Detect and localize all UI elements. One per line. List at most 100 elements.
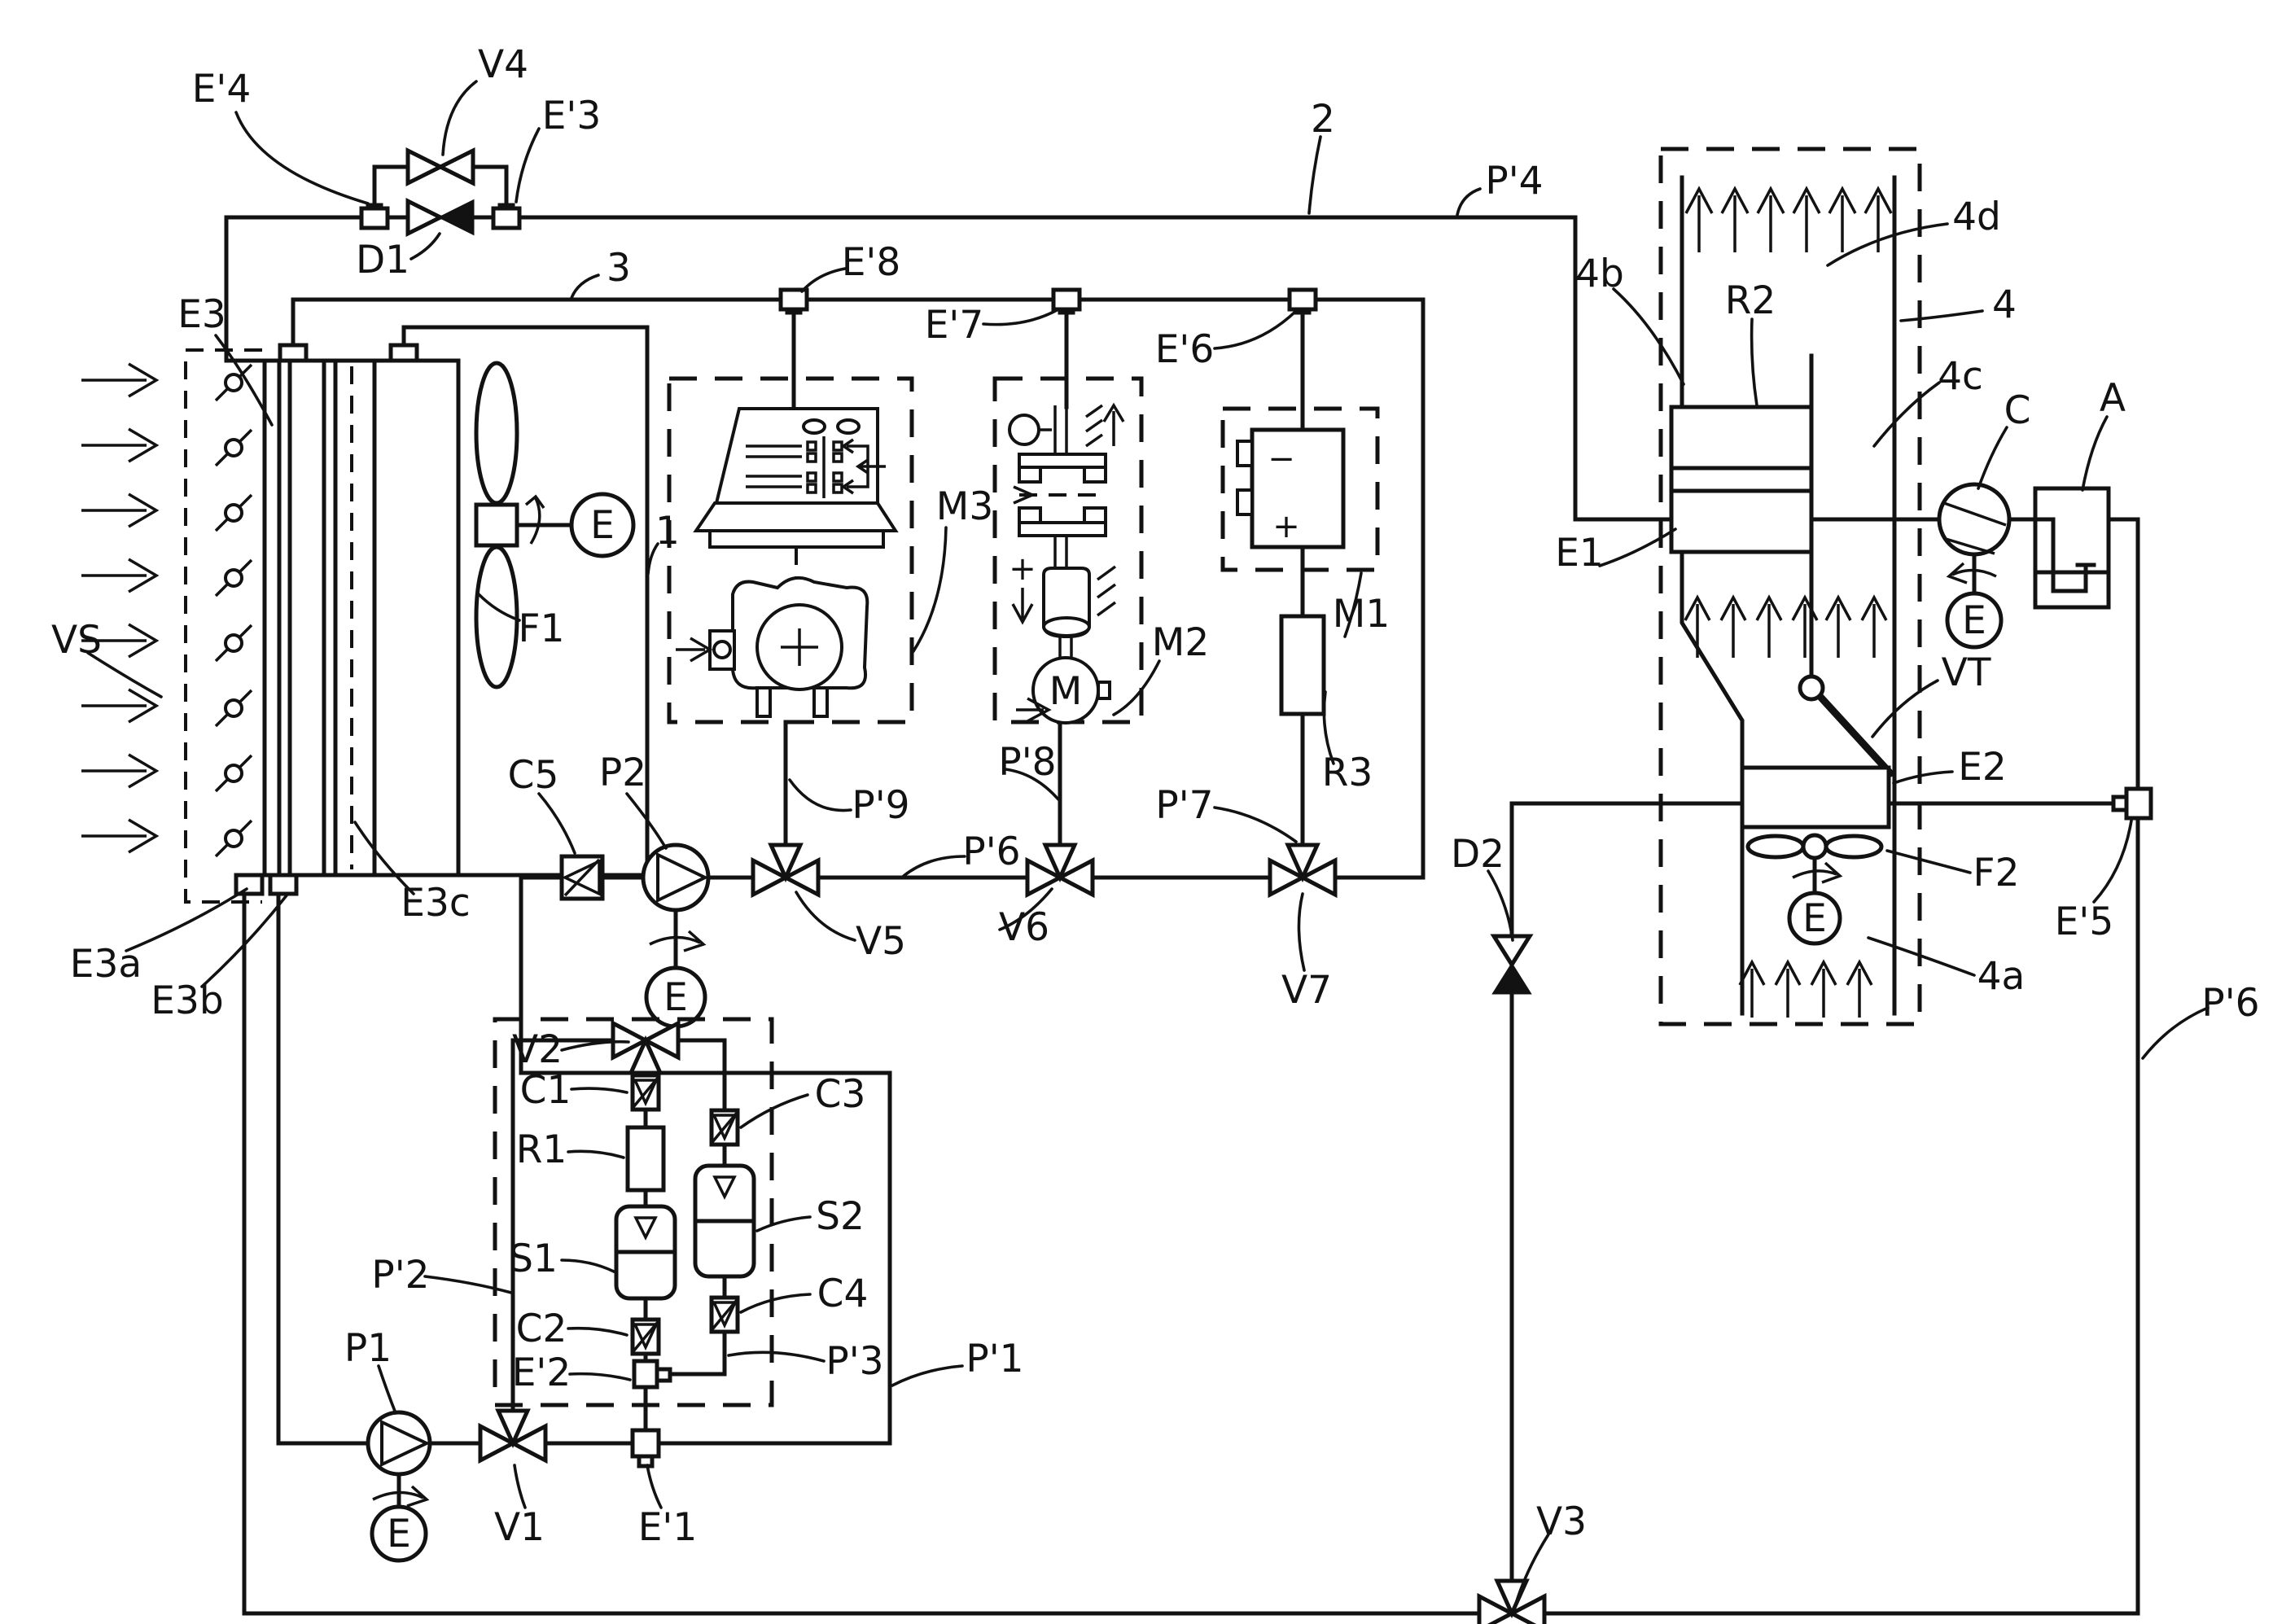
label-1: 1 xyxy=(655,509,680,554)
m3-box xyxy=(667,376,914,724)
label-d1: D1 xyxy=(356,238,409,282)
valve-v3 xyxy=(1477,1578,1547,1624)
label-r3: R3 xyxy=(1322,751,1373,795)
p2-rotation-arrow xyxy=(649,930,707,952)
f2-blade xyxy=(1824,834,1884,860)
label-a: A xyxy=(2100,376,2126,421)
vt-flap xyxy=(1798,674,1894,777)
valve-v1 xyxy=(478,1408,548,1464)
m2-motor-letter: M xyxy=(1049,669,1083,714)
label-v5: V5 xyxy=(856,919,906,964)
label-e1: E1 xyxy=(1555,531,1604,576)
label-c3: C3 xyxy=(815,1072,866,1117)
tee-e5 xyxy=(2111,786,2153,821)
label-f2: F2 xyxy=(1973,851,2020,895)
label-d2: D2 xyxy=(1451,832,1504,877)
f2-hub xyxy=(1801,833,1828,860)
label-4: 4 xyxy=(1992,282,2017,327)
label-c4: C4 xyxy=(817,1272,869,1316)
battery-terminal xyxy=(1236,488,1254,516)
tee-e8 xyxy=(778,287,809,315)
m2-plus-sign: + xyxy=(1009,550,1036,588)
valve-v7 xyxy=(1268,843,1338,899)
d1-check-right xyxy=(437,199,475,236)
f1-motor-letter: E xyxy=(590,503,615,548)
label-v7: V7 xyxy=(1281,968,1332,1013)
r2-e1-stack xyxy=(1669,405,1814,554)
hvac-unit4: E xyxy=(1658,147,1922,1026)
unit4-top-arrows xyxy=(1684,186,1893,252)
label-vs: VS xyxy=(51,618,102,663)
clapet-c2 xyxy=(630,1317,661,1356)
pipe-a-e5 xyxy=(2103,517,2140,1616)
e3-exchanger-assembly: E xyxy=(81,325,650,904)
tee-e6 xyxy=(1287,287,1318,315)
m3-engine xyxy=(676,576,869,718)
label-p-prime-3: P'3 xyxy=(826,1339,883,1384)
m2-mechanism: + M xyxy=(1008,402,1125,724)
label-s1: S1 xyxy=(509,1237,558,1281)
f1-rotation-arrow xyxy=(524,494,545,545)
leader-lines xyxy=(86,80,2209,1605)
label-v3: V3 xyxy=(1536,1499,1587,1544)
f1-hub xyxy=(474,502,519,548)
label-v1: V1 xyxy=(494,1505,545,1550)
battery-terminal xyxy=(1236,440,1254,467)
p2-motor-letter: E xyxy=(664,975,688,1020)
pump-p2: E xyxy=(641,843,711,1029)
label-p1: P1 xyxy=(344,1326,392,1371)
label-p2: P2 xyxy=(599,751,646,795)
compressor-motor-letter: E xyxy=(1962,598,1986,643)
p1-motor-letter: E xyxy=(387,1512,411,1556)
label-p-prime-2: P'2 xyxy=(371,1253,429,1298)
m2-box: + M xyxy=(992,376,1144,724)
e3-bottom-fitting xyxy=(234,873,265,896)
check-valve-d2 xyxy=(1490,934,1534,995)
compressor-rotation-arrow xyxy=(1946,562,1997,584)
label-e-prime-3: E'3 xyxy=(542,94,602,138)
compressor-c: E xyxy=(1937,482,2012,650)
label-e3b: E3b xyxy=(151,978,223,1023)
accumulator-a xyxy=(2033,486,2111,610)
label-c2: C2 xyxy=(516,1307,567,1351)
m3-dashed-border xyxy=(667,376,914,724)
p1-motor-circle xyxy=(370,1504,428,1563)
d1-check-left xyxy=(405,197,445,238)
compressor-motor-circle xyxy=(1945,591,2004,650)
label-m2: M2 xyxy=(1152,620,1209,665)
label-r1: R1 xyxy=(516,1127,567,1172)
label-r2: R2 xyxy=(1725,278,1776,323)
v4-valve-right xyxy=(436,147,475,187)
tee-e4 xyxy=(359,203,390,230)
e3-dashed-outline xyxy=(184,348,262,904)
label-4a: 4a xyxy=(1977,954,2026,999)
pipe-return-loop xyxy=(519,875,892,1446)
label-v6: V6 xyxy=(999,905,1049,950)
filter-c5 xyxy=(559,854,605,901)
reservoir-s2 xyxy=(693,1163,756,1279)
m1-dashed-border xyxy=(1220,406,1380,572)
label-4b: 4b xyxy=(1575,252,1624,296)
label-s2: S2 xyxy=(816,1194,865,1239)
e3-core xyxy=(262,358,377,878)
label-p-prime-4: P'4 xyxy=(1485,159,1543,204)
f1-blade xyxy=(474,361,519,506)
label-m3: M3 xyxy=(936,484,993,529)
valve-v5 xyxy=(751,843,821,899)
resistor-r1 xyxy=(625,1125,666,1193)
label-vt: VT xyxy=(1942,650,1991,695)
top-valve-group xyxy=(359,147,522,238)
label-e-prime-7: E'7 xyxy=(925,303,984,348)
label-e3a: E3a xyxy=(70,942,142,987)
valve-v6 xyxy=(1025,843,1095,899)
e3-top-fitting xyxy=(278,343,309,363)
label-p-prime-8: P'8 xyxy=(998,740,1056,785)
f2-motor-letter: E xyxy=(1802,896,1827,941)
pipe-line3 xyxy=(291,297,1426,880)
label-e-prime-5: E'5 xyxy=(2055,900,2114,944)
f2-rotation-arrow xyxy=(1792,861,1843,884)
label-m1: M1 xyxy=(1333,592,1390,637)
label-e3: E3 xyxy=(177,292,226,337)
